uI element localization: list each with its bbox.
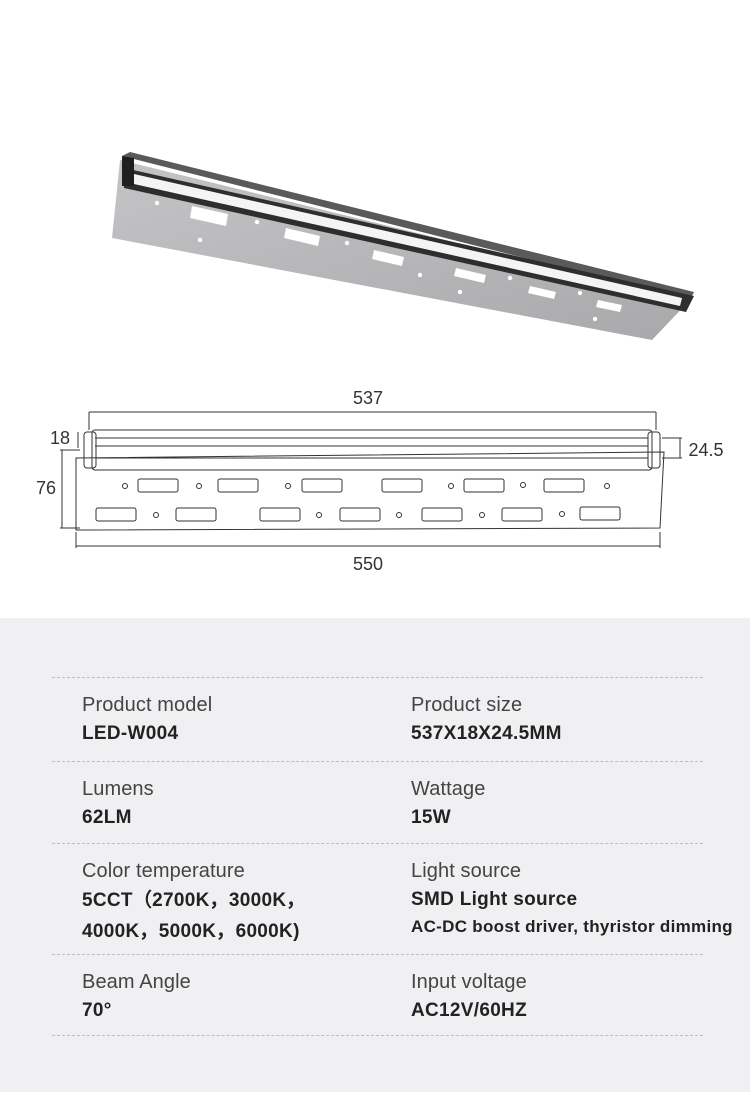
dimension-bracket-76: 76: [36, 478, 56, 498]
dimension-height-18: 18: [50, 428, 70, 448]
spec-label: Product model: [82, 694, 213, 716]
spec-label: Wattage: [411, 778, 486, 800]
spec-product-size: Product size 537X18X24.5MM: [411, 694, 562, 745]
spec-value-line2: 4000K，5000K，6000K): [82, 921, 300, 942]
spec-value: LED-W004: [82, 723, 179, 744]
spec-label: Beam Angle: [82, 971, 191, 993]
divider: [52, 843, 703, 844]
spec-color-temperature: Color temperature 5CCT（2700K，3000K， 4000…: [82, 860, 306, 947]
spec-label: Product size: [411, 694, 523, 716]
spec-extra: AC-DC boost driver, thyristor dimming: [411, 917, 733, 936]
spec-input-voltage: Input voltage AC12V/60HZ: [411, 971, 527, 1022]
spec-lumens: Lumens 62LM: [82, 778, 154, 829]
dimension-length-550: 550: [353, 554, 383, 574]
spec-label: Color temperature: [82, 860, 245, 882]
divider: [52, 1035, 703, 1036]
spec-value-line1: 5CCT（2700K，3000K，: [82, 890, 306, 911]
bottom-strip: [0, 1092, 750, 1102]
spec-label: Light source: [411, 860, 522, 882]
product-photo: [0, 0, 750, 370]
dimension-depth-24-5: 24.5: [688, 440, 723, 460]
spec-value: SMD Light source: [411, 889, 578, 910]
spec-label: Lumens: [82, 778, 154, 800]
spec-panel: [0, 618, 750, 1092]
divider: [52, 677, 703, 678]
divider: [52, 761, 703, 762]
spec-value: 537X18X24.5MM: [411, 723, 562, 744]
divider: [52, 954, 703, 955]
spec-wattage: Wattage 15W: [411, 778, 485, 829]
spec-light-source: Light source SMD Light source AC-DC boos…: [411, 860, 733, 937]
dimension-length-537: 537: [353, 388, 383, 408]
light-diffuser: [134, 174, 682, 306]
spec-value: AC12V/60HZ: [411, 1000, 527, 1021]
dimension-drawing: 537 18 24.5 76 550: [0, 370, 750, 618]
spec-label: Input voltage: [411, 971, 527, 993]
spec-value: 62LM: [82, 807, 132, 828]
spec-beam-angle: Beam Angle 70°: [82, 971, 191, 1022]
spec-value: 15W: [411, 807, 451, 828]
spec-product-model: Product model LED-W004: [82, 694, 212, 745]
spec-value: 70°: [82, 1000, 112, 1021]
